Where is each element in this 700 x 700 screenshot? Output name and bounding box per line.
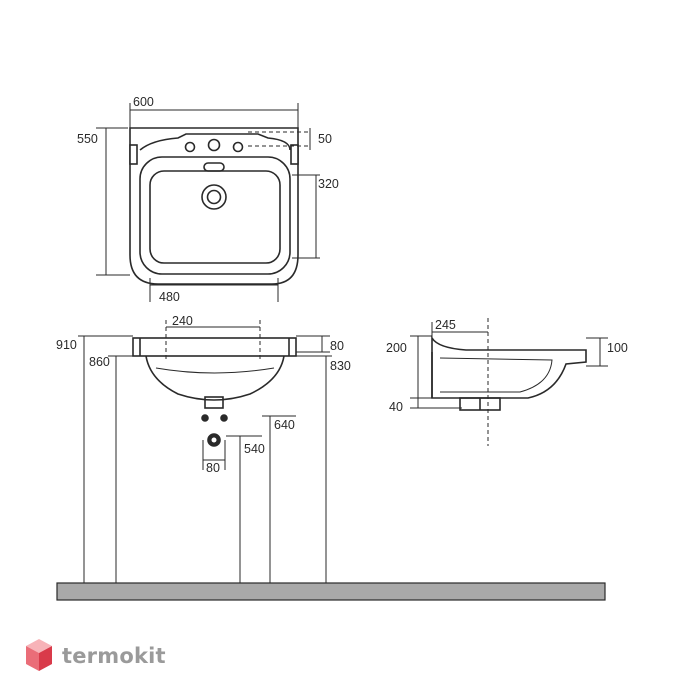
label-640: 640: [274, 418, 295, 432]
bowl-outer: [139, 156, 291, 275]
brand-name: termokit: [62, 644, 166, 668]
label-910: 910: [56, 338, 77, 352]
label-80: 80: [330, 339, 344, 353]
brand-logo[interactable]: termokit: [24, 636, 166, 676]
overflow-slot: [203, 162, 225, 172]
front-bowl: [145, 355, 285, 401]
top-view: [129, 127, 299, 285]
floor-line: [56, 582, 606, 601]
label-50: 50: [318, 132, 332, 146]
label-80-drain: 80: [206, 461, 220, 475]
tap-hole-right: [232, 141, 244, 153]
drain-inner: [206, 189, 222, 205]
label-240: 240: [172, 314, 193, 328]
tap-hole-center: [207, 138, 221, 152]
side-view-dimensions: [410, 318, 608, 446]
side-view: [431, 335, 587, 411]
cube-logo-icon: [26, 639, 52, 671]
label-245: 245: [435, 318, 456, 332]
label-320: 320: [318, 177, 339, 191]
label-200: 200: [386, 341, 407, 355]
waste-outlet: [204, 396, 224, 409]
top-view-dimensions: [96, 103, 320, 302]
label-860: 860: [89, 355, 110, 369]
side-profile: [431, 335, 587, 399]
tap-hole-left: [184, 141, 196, 153]
basin-outline-top: [129, 127, 299, 285]
label-480: 480: [159, 290, 180, 304]
label-100: 100: [607, 341, 628, 355]
label-40: 40: [389, 400, 403, 414]
front-rim: [132, 337, 297, 357]
label-540: 540: [244, 442, 265, 456]
label-830: 830: [330, 359, 351, 373]
basin-rim-inner: [139, 133, 291, 151]
bracket-right: [290, 144, 299, 165]
label-550: 550: [77, 132, 98, 146]
drain-outer: [201, 184, 227, 210]
bracket-left: [129, 144, 138, 165]
label-600: 600: [133, 95, 154, 109]
front-view: [132, 337, 297, 447]
front-view-dimensions: [78, 320, 332, 583]
